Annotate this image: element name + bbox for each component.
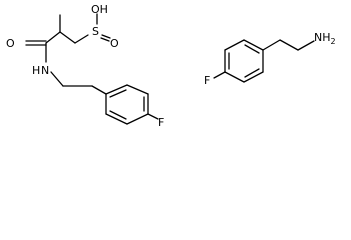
fluorine-label: F: [158, 116, 164, 129]
atom-labels-molecule-2: F NH2: [204, 31, 336, 87]
molecule-sulfinic-acid-amide: O OH S O N H F: [6, 3, 164, 129]
sulfur-label: S: [92, 25, 99, 38]
amine-nh: NH: [314, 31, 331, 44]
amide-nitrogen-label: N: [41, 64, 49, 77]
bonds-molecule-2: [213, 39, 315, 83]
amide-hydrogen-label: H: [32, 64, 40, 77]
sulfinyl-oxygen-label: O: [110, 37, 119, 50]
ketone-oxygen-label: O: [6, 37, 15, 50]
structure-diagram: O OH S O N H F: [6, 3, 336, 129]
amine-label: NH2: [314, 31, 336, 46]
molecule-fluorophenethylamine: F NH2: [204, 31, 336, 87]
atom-labels-molecule-1: O OH S O N H F: [6, 3, 164, 129]
bonds-molecule-1: [25, 13, 159, 125]
hydroxyl-label: OH: [91, 3, 108, 16]
fluorine-label: F: [204, 74, 210, 87]
amine-subscript: 2: [331, 37, 336, 46]
